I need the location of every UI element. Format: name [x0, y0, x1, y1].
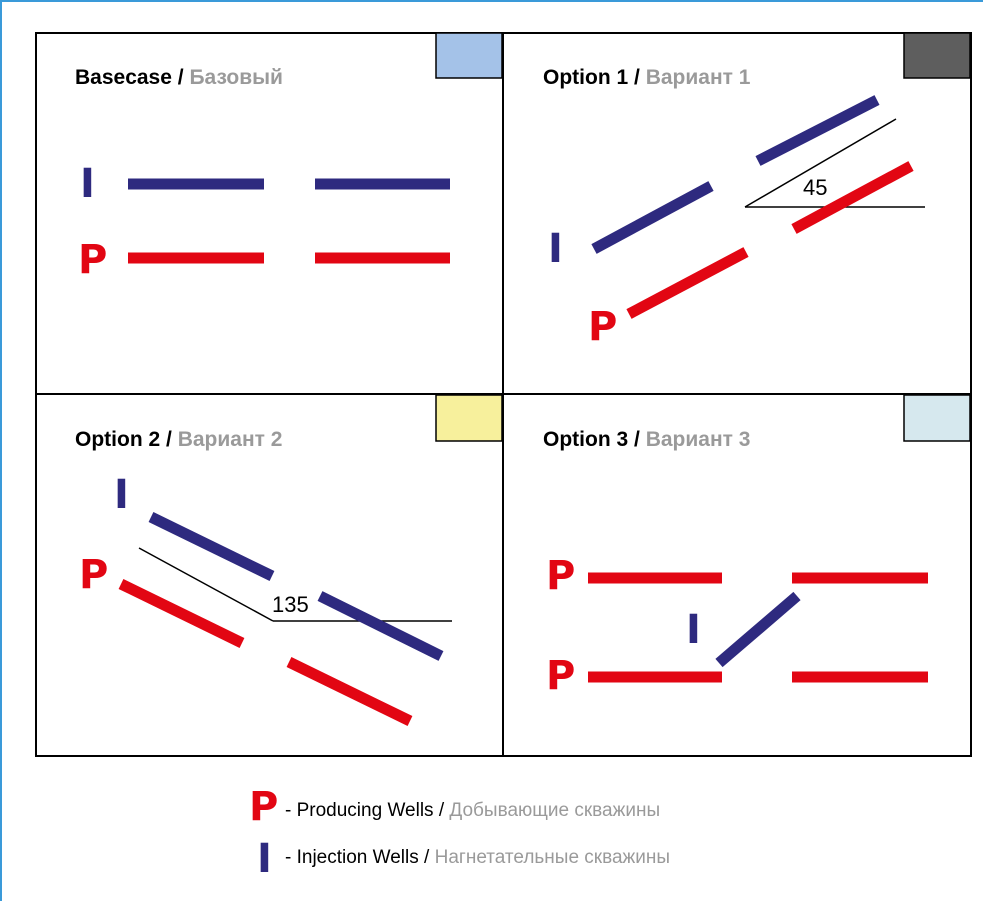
injector-marker: I	[114, 472, 129, 518]
injector-well	[715, 591, 801, 668]
panel-option-3-title-ru: Вариант 3	[646, 428, 751, 451]
producer-well	[791, 161, 914, 234]
legend: P - Producing Wells / Добывающие скважин…	[249, 784, 670, 882]
panel-option-3-title-sep: /	[628, 428, 646, 451]
angle-label: 135	[272, 592, 309, 617]
panel-option-1: Option 1 / Вариант 1 45 I P	[543, 32, 971, 350]
panel-option-2-title-en: Option 2	[75, 428, 160, 451]
frame-top-border	[0, 0, 983, 2]
producer-well	[626, 247, 749, 319]
producer-marker: P	[79, 552, 108, 598]
legend-producer-symbol: P	[249, 784, 278, 830]
panel-option-1-title-sep: /	[628, 66, 646, 89]
legend-injection-label-en: - Injection Wells	[285, 847, 419, 868]
legend-injector-symbol: I	[257, 836, 272, 882]
angle-label: 45	[803, 175, 827, 200]
panel-basecase-title-en: Basecase	[75, 66, 172, 89]
angle-reference-diagonal	[744, 118, 897, 208]
producer-marker: P	[546, 553, 575, 599]
panel-option-1-title: Option 1 / Вариант 1	[543, 66, 751, 89]
panel-option-2-title-ru: Вариант 2	[178, 428, 283, 451]
panel-basecase-title-ru: Базовый	[189, 66, 283, 89]
injector-marker: I	[686, 607, 701, 653]
panel-option-2-title: Option 2 / Вариант 2	[75, 428, 282, 451]
panel-basecase-title: Basecase / Базовый	[75, 66, 283, 89]
producer-marker: P	[588, 304, 617, 350]
producer-well	[118, 579, 245, 648]
panel-option-3: Option 3 / Вариант 3 P P I	[543, 394, 971, 699]
producer-marker: P	[546, 653, 575, 699]
legend-producing-label-en: - Producing Wells	[285, 800, 434, 821]
injector-well	[148, 512, 275, 581]
panel-option-3-title: Option 3 / Вариант 3	[543, 428, 750, 451]
legend-injection-label: - Injection Wells / Нагнетательные скваж…	[285, 847, 670, 868]
injector-well	[755, 95, 880, 166]
producer-well	[286, 657, 413, 726]
panel-option-1-title-en: Option 1	[543, 66, 628, 89]
legend-producing-label-ru: Добывающие скважины	[449, 800, 660, 821]
panel-option-2: Option 2 / Вариант 2 135 I P	[75, 394, 503, 726]
angle-reference-diagonal	[138, 547, 274, 622]
legend-injection-label-ru: Нагнетательные скважины	[435, 847, 670, 868]
legend-injection-label-sep: /	[419, 847, 435, 868]
panel-option-2-title-sep: /	[160, 428, 178, 451]
panel-option-3-swatch	[903, 394, 971, 442]
producer-marker: P	[78, 237, 107, 283]
panel-option-2-swatch	[435, 394, 503, 442]
injector-well	[591, 181, 714, 254]
panel-option-1-swatch	[903, 32, 971, 79]
panel-option-1-title-ru: Вариант 1	[646, 66, 751, 89]
frame-left-border	[0, 0, 2, 901]
panel-basecase: Basecase / Базовый I P	[75, 32, 503, 283]
panel-option-3-title-en: Option 3	[543, 428, 628, 451]
legend-item-producing: P - Producing Wells / Добывающие скважин…	[249, 784, 660, 830]
legend-producing-label-sep: /	[434, 800, 450, 821]
injector-marker: I	[548, 226, 563, 272]
injector-marker: I	[80, 161, 95, 207]
panel-basecase-swatch	[435, 32, 503, 79]
legend-producing-label: - Producing Wells / Добывающие скважины	[285, 800, 660, 821]
legend-item-injection: I - Injection Wells / Нагнетательные скв…	[257, 836, 670, 882]
injector-well	[317, 591, 444, 661]
panel-basecase-title-sep: /	[172, 66, 190, 89]
